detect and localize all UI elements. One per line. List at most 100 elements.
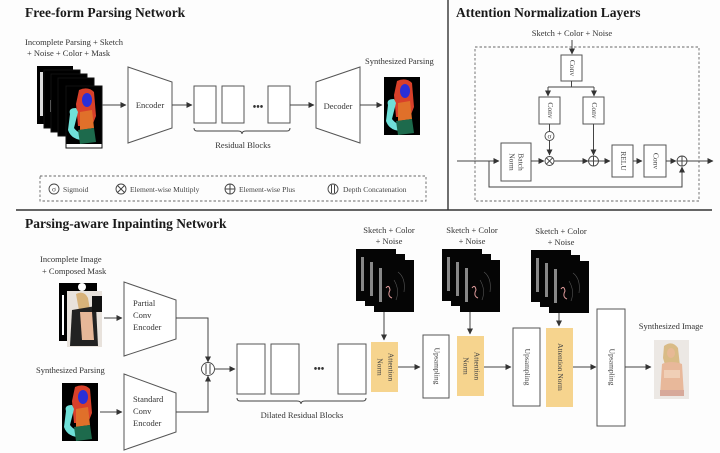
- residual-label: Residual Blocks: [215, 140, 270, 150]
- plus-icon: [224, 183, 236, 195]
- attention-norm-2: Attention Norm: [457, 336, 484, 396]
- sigmoid-glyph: σ: [52, 185, 56, 194]
- residual-block: [193, 85, 217, 124]
- legend: σ Sigmoid Element-wise Multiply Element-…: [39, 175, 427, 202]
- plus-op: [588, 155, 599, 167]
- sketch-stack-2: [441, 248, 501, 313]
- condition-label: + Noise: [459, 236, 486, 246]
- encoder-label: Encoder: [133, 322, 161, 332]
- attention-label: Attention Norm: [556, 343, 565, 391]
- input1-label-line1: Incomplete Image: [40, 254, 102, 264]
- decoder-block: Decoder: [315, 66, 361, 144]
- dilated-label: Dilated Residual Blocks: [261, 410, 344, 420]
- synthesized-parsing-image: [384, 77, 420, 135]
- relu-label: RELU: [619, 151, 628, 171]
- section-title-free-form: Free-form Parsing Network: [25, 5, 186, 20]
- encoder-label: Encoder: [133, 418, 161, 428]
- concat-op: [201, 362, 215, 376]
- dilated-brace: [236, 397, 367, 405]
- upsampling-label: Upsampling: [523, 349, 532, 386]
- synthesized-parsing-input: [62, 383, 98, 441]
- ellipsis: •••: [314, 364, 325, 375]
- inpainting-section: Parsing-aware Inpainting Network Incompl…: [25, 216, 704, 451]
- legend-item-sigmoid: σ Sigmoid: [48, 183, 89, 195]
- multiply-op: [544, 156, 555, 166]
- condition-label: Sketch + Color: [446, 225, 498, 235]
- batch-norm-label: Batch: [516, 153, 525, 171]
- encoder-label: Partial: [133, 298, 156, 308]
- section-title-attention: Attention Normalization Layers: [456, 5, 640, 20]
- sketch-stack-3: [530, 249, 590, 314]
- connector: [176, 375, 211, 413]
- condition-label: Sketch + Color: [363, 225, 415, 235]
- encoder-label: Encoder: [136, 100, 164, 110]
- sigma-glyph: σ: [547, 132, 551, 141]
- upsampling-label: Upsampling: [432, 348, 441, 385]
- residual-brace: [193, 127, 291, 135]
- input-parsing-stack: [37, 66, 103, 149]
- legend-item-plus: Element-wise Plus: [224, 183, 295, 195]
- conv-top: Conv: [560, 54, 583, 82]
- dilated-block: [270, 343, 300, 395]
- sigmoid-op: σ: [544, 131, 555, 141]
- conv-label: Conv: [568, 60, 577, 77]
- legend-item-multiply: Element-wise Multiply: [115, 183, 200, 195]
- upsampling-3: Upsampling: [596, 308, 626, 427]
- sketch-stack-1: [355, 248, 415, 313]
- conv-label: Conv: [546, 102, 555, 119]
- conv-label: Conv: [590, 102, 599, 119]
- upsampling-label: Upsampling: [607, 349, 616, 386]
- condition-label: + Noise: [376, 236, 403, 246]
- legend-label: Element-wise Multiply: [130, 185, 200, 194]
- residual-plus-op: [676, 155, 688, 167]
- dilated-residual-blocks: ••• Dilated Residual Blocks: [236, 343, 367, 420]
- encoder-block: Encoder: [127, 66, 173, 144]
- encoder-label: Conv: [133, 310, 152, 320]
- residual-block: [267, 85, 291, 124]
- attention-label: Attention: [472, 352, 481, 381]
- ellipsis: •••: [253, 102, 264, 113]
- attention-norm-3: Attention Norm: [546, 328, 573, 407]
- conv-out-block: Conv: [643, 144, 667, 178]
- legend-label: Depth Concatenation: [343, 185, 407, 194]
- free-form-parsing-section: Free-form Parsing Network Incomplete Par…: [25, 5, 434, 202]
- connector: [176, 317, 211, 363]
- input-label-line1: Incomplete Parsing + Sketch: [25, 37, 124, 47]
- dilated-block: [337, 343, 367, 395]
- input-label-line2: + Noise + Color + Mask: [27, 48, 111, 58]
- dilated-block: [236, 343, 266, 395]
- residual-block: [221, 85, 245, 124]
- condition-label: Sketch + Color: [535, 226, 587, 236]
- incomplete-image: [59, 283, 102, 347]
- relu-block: RELU: [611, 144, 634, 178]
- upsampling-1: Upsampling: [422, 334, 450, 399]
- decoder-label: Decoder: [324, 101, 353, 111]
- attention-label: Norm: [375, 358, 384, 376]
- output-image-label: Synthesized Image: [639, 321, 704, 331]
- input2-label: Synthesized Parsing: [36, 365, 105, 375]
- sigmoid-icon: [48, 183, 60, 195]
- multiply-icon: [115, 183, 127, 195]
- input1-label-line2: + Composed Mask: [42, 266, 107, 276]
- conv-right: Conv: [582, 96, 605, 125]
- upsampling-2: Upsampling: [512, 327, 541, 407]
- encoder-label: Conv: [133, 406, 152, 416]
- attention-norm-1: Attention Norm: [371, 342, 398, 392]
- conv-left: Conv: [538, 96, 561, 125]
- attention-label: Norm: [461, 357, 470, 375]
- skip-connection: [488, 161, 685, 188]
- legend-label: Element-wise Plus: [239, 185, 295, 194]
- output-label: Synthesized Parsing: [365, 56, 434, 66]
- attention-label: Attention: [386, 353, 395, 382]
- batch-norm-label: Norm: [507, 153, 516, 171]
- legend-label: Sigmoid: [63, 185, 89, 194]
- batch-norm-block: Batch Norm: [500, 142, 532, 182]
- connector: [548, 81, 594, 88]
- attention-norm-section: Attention Normalization Layers Sketch + …: [456, 5, 714, 202]
- concat-icon: [327, 183, 339, 195]
- residual-blocks: ••• Residual Blocks: [193, 85, 291, 150]
- condition-label: + Noise: [548, 237, 575, 247]
- legend-item-concat: Depth Concatenation: [327, 183, 407, 195]
- standard-conv-encoder: Standard Conv Encoder: [123, 373, 177, 451]
